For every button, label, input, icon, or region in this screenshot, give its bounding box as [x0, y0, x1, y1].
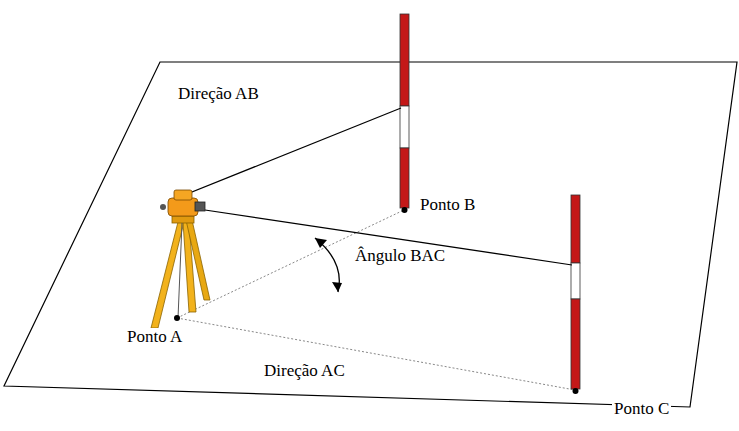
point-label: Ponto B — [418, 196, 477, 215]
ground-plane — [4, 62, 737, 407]
sight-line-ac — [205, 210, 572, 265]
direction-ac-ground — [177, 318, 575, 390]
point-label: Ponto C — [612, 400, 671, 419]
theodolite — [151, 190, 210, 328]
direction-label: Direção AC — [262, 362, 347, 381]
point-label: Ponto A — [125, 328, 184, 347]
range-pole-c — [571, 195, 580, 394]
arrow-head — [332, 282, 342, 292]
sight-line-ab — [172, 108, 401, 200]
angle-label: Ângulo BAC — [353, 247, 447, 266]
range-pole-b — [400, 14, 409, 213]
direction-label: Direção AB — [176, 85, 261, 104]
arrow-head — [315, 238, 327, 248]
